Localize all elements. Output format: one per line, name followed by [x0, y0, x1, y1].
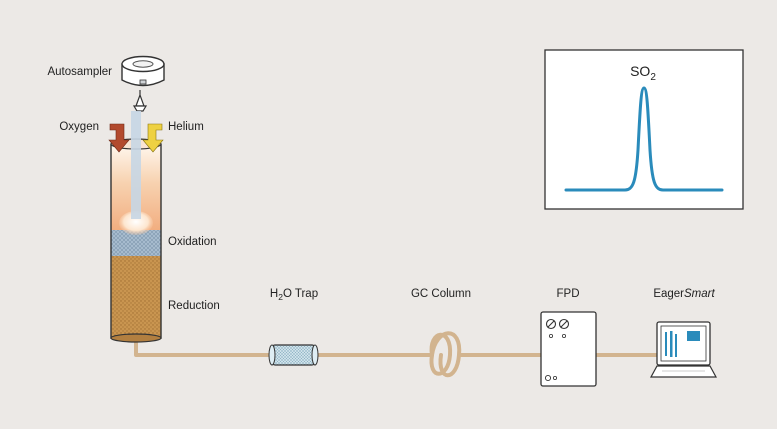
oxidation-label: Oxidation	[168, 236, 217, 248]
fpd-label: FPD	[557, 288, 580, 300]
autosampler-carousel-icon	[121, 55, 165, 87]
eagersmart-label: EagerSmart	[653, 288, 715, 300]
helium-label: Helium	[168, 121, 204, 133]
helium-arrow-icon	[142, 123, 164, 153]
gc-column-label: GC Column	[411, 288, 471, 300]
laptop-icon	[649, 321, 718, 378]
chromatogram-species-label: SO2	[630, 63, 656, 83]
so2-peak-trace	[564, 86, 724, 192]
autosampler-label: Autosampler	[47, 66, 112, 78]
water-trap-icon	[268, 344, 319, 366]
oxygen-label: Oxygen	[59, 121, 99, 133]
reduction-label: Reduction	[168, 300, 220, 312]
chromatogram-panel	[544, 49, 744, 210]
tubing	[134, 331, 659, 378]
sample-capsule-icon	[132, 90, 148, 112]
fpd-detector-icon	[540, 311, 597, 387]
water-trap-label: H2O Trap	[270, 288, 318, 302]
oxygen-arrow-icon	[108, 123, 130, 153]
injection-stream	[131, 111, 141, 219]
